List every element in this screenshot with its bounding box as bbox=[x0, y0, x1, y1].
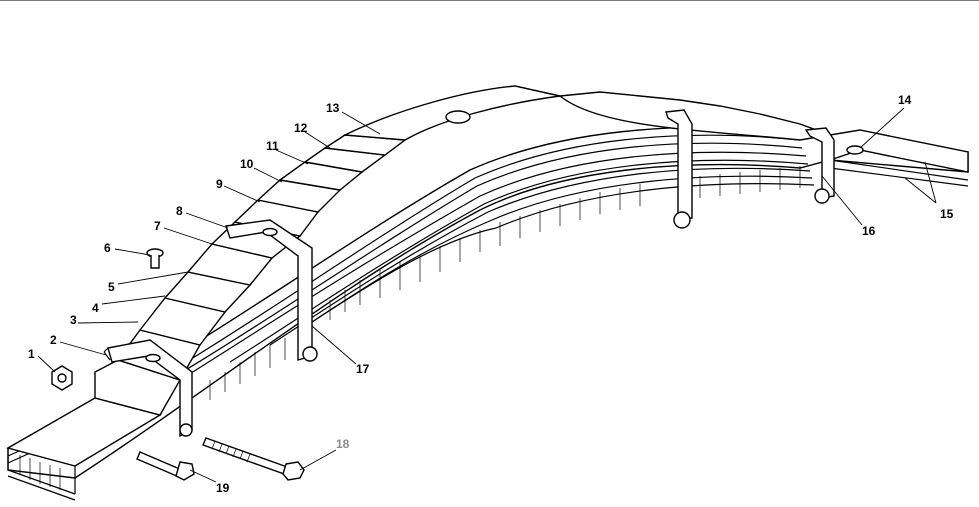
label-5: 5 bbox=[108, 280, 115, 294]
rivet-part-6 bbox=[146, 248, 164, 269]
label-13: 13 bbox=[326, 101, 340, 115]
clamp-middle bbox=[225, 219, 318, 362]
surface-hatching bbox=[19, 166, 801, 490]
label-10: 10 bbox=[240, 157, 254, 171]
label-14: 14 bbox=[898, 93, 912, 107]
clamp-rear bbox=[665, 109, 693, 229]
label-17: 17 bbox=[356, 362, 370, 376]
leader-lines bbox=[37, 107, 937, 483]
label-7: 7 bbox=[154, 219, 161, 233]
label-8: 8 bbox=[176, 204, 183, 218]
label-16: 16 bbox=[862, 224, 876, 238]
label-15: 15 bbox=[940, 207, 954, 221]
spring-leaf-stack bbox=[6, 85, 969, 501]
label-3: 3 bbox=[70, 313, 77, 327]
label-2: 2 bbox=[50, 333, 57, 347]
bolt-part-19 bbox=[136, 451, 195, 481]
top-border bbox=[0, 0, 979, 1]
label-19: 19 bbox=[216, 481, 230, 495]
clamp-end bbox=[804, 127, 835, 204]
label-18: 18 bbox=[336, 437, 350, 451]
label-4: 4 bbox=[92, 301, 99, 315]
bolt-part-18 bbox=[202, 437, 305, 481]
label-9: 9 bbox=[216, 177, 223, 191]
label-12: 12 bbox=[294, 121, 308, 135]
label-11: 11 bbox=[266, 139, 279, 153]
clamp-front bbox=[103, 339, 193, 438]
nut-part-1 bbox=[51, 365, 73, 391]
callout-labels: 1 2 3 4 5 6 7 8 9 10 11 12 13 14 15 16 1… bbox=[28, 93, 954, 495]
label-6: 6 bbox=[104, 241, 111, 255]
label-1: 1 bbox=[28, 347, 35, 361]
